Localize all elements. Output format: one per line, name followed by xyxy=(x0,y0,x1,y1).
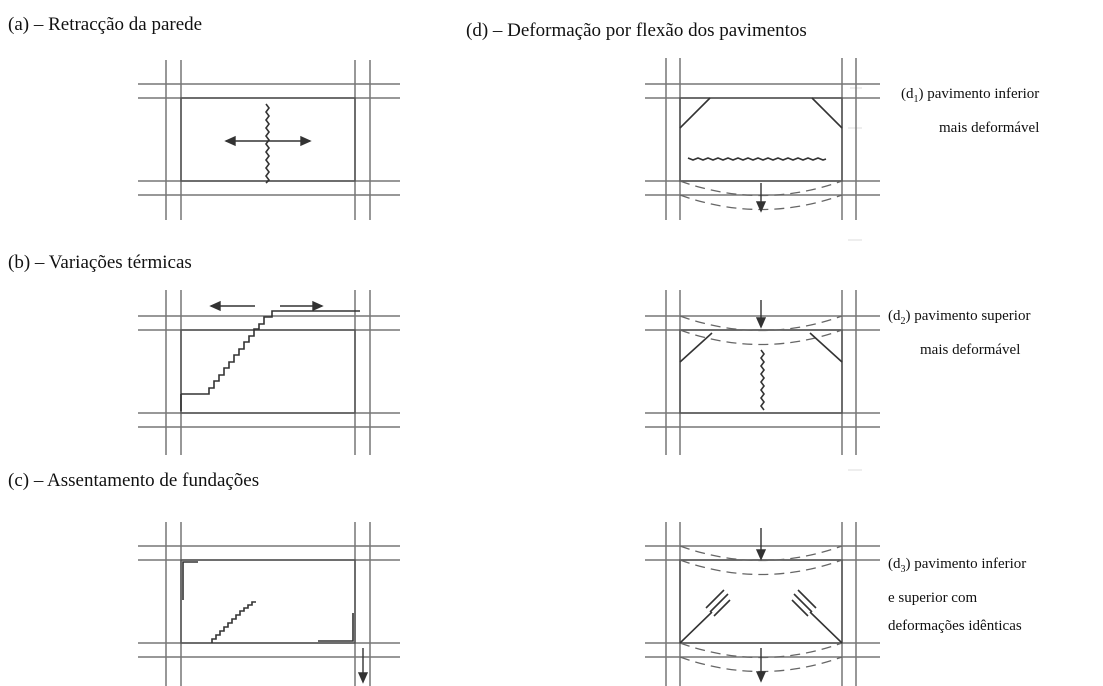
panel-b-stepped-crack xyxy=(180,310,360,411)
panel-b-thermal-arrows xyxy=(209,300,324,312)
note-d3-line3: deformações idênticas xyxy=(888,618,1022,634)
note-d1-line1: (d1) pavimento inferior xyxy=(901,86,1040,105)
panel-d2-diagonal-cracks xyxy=(679,332,843,363)
panel-d3-bottom-load-arrow xyxy=(755,648,767,683)
panel-c-frame xyxy=(138,522,400,686)
panel-d3-diagonal-cracks xyxy=(679,589,843,644)
panel-c-settlement-cracks xyxy=(182,561,354,643)
panel-d2-deflected-floor xyxy=(679,315,843,346)
note-d3-line2: e superior com xyxy=(888,590,978,606)
caption-b: (b) – Variações térmicas xyxy=(8,252,192,273)
panel-c-settlement-arrow xyxy=(357,648,369,684)
note-d2-line1: (d2) pavimento superior xyxy=(888,308,1031,327)
caption-a: (a) – Retracção da parede xyxy=(8,14,203,35)
panel-b-frame xyxy=(138,290,400,455)
panel-d1-load-arrow xyxy=(755,183,767,213)
panel-d1-horizontal-crack xyxy=(687,157,827,161)
caption-d: (d) – Deformação por flexão dos paviment… xyxy=(466,20,807,41)
panel-a-shrink-arrows xyxy=(224,135,312,147)
panel-a-vertical-crack xyxy=(265,103,271,184)
note-d3-line1: (d3) pavimento inferior xyxy=(888,556,1027,575)
panel-d2-load-arrow xyxy=(755,300,767,329)
panel-a-frame xyxy=(138,60,400,220)
panel-d2-vertical-crack xyxy=(760,349,765,411)
note-d2: (d2) pavimento superior mais deformável xyxy=(888,302,1030,364)
note-d1-line2: mais deformável xyxy=(939,120,1040,136)
note-d1: (d1) pavimento inferior mais deformável xyxy=(901,80,1039,142)
panel-d3-top-load-arrow xyxy=(755,528,767,561)
caption-c: (c) – Assentamento de fundações xyxy=(8,470,260,491)
note-d3: (d3) pavimento inferior e superior com d… xyxy=(888,550,1026,640)
note-d2-line2: mais deformável xyxy=(920,342,1021,358)
panel-d1-diagonal-cracks xyxy=(679,97,843,129)
